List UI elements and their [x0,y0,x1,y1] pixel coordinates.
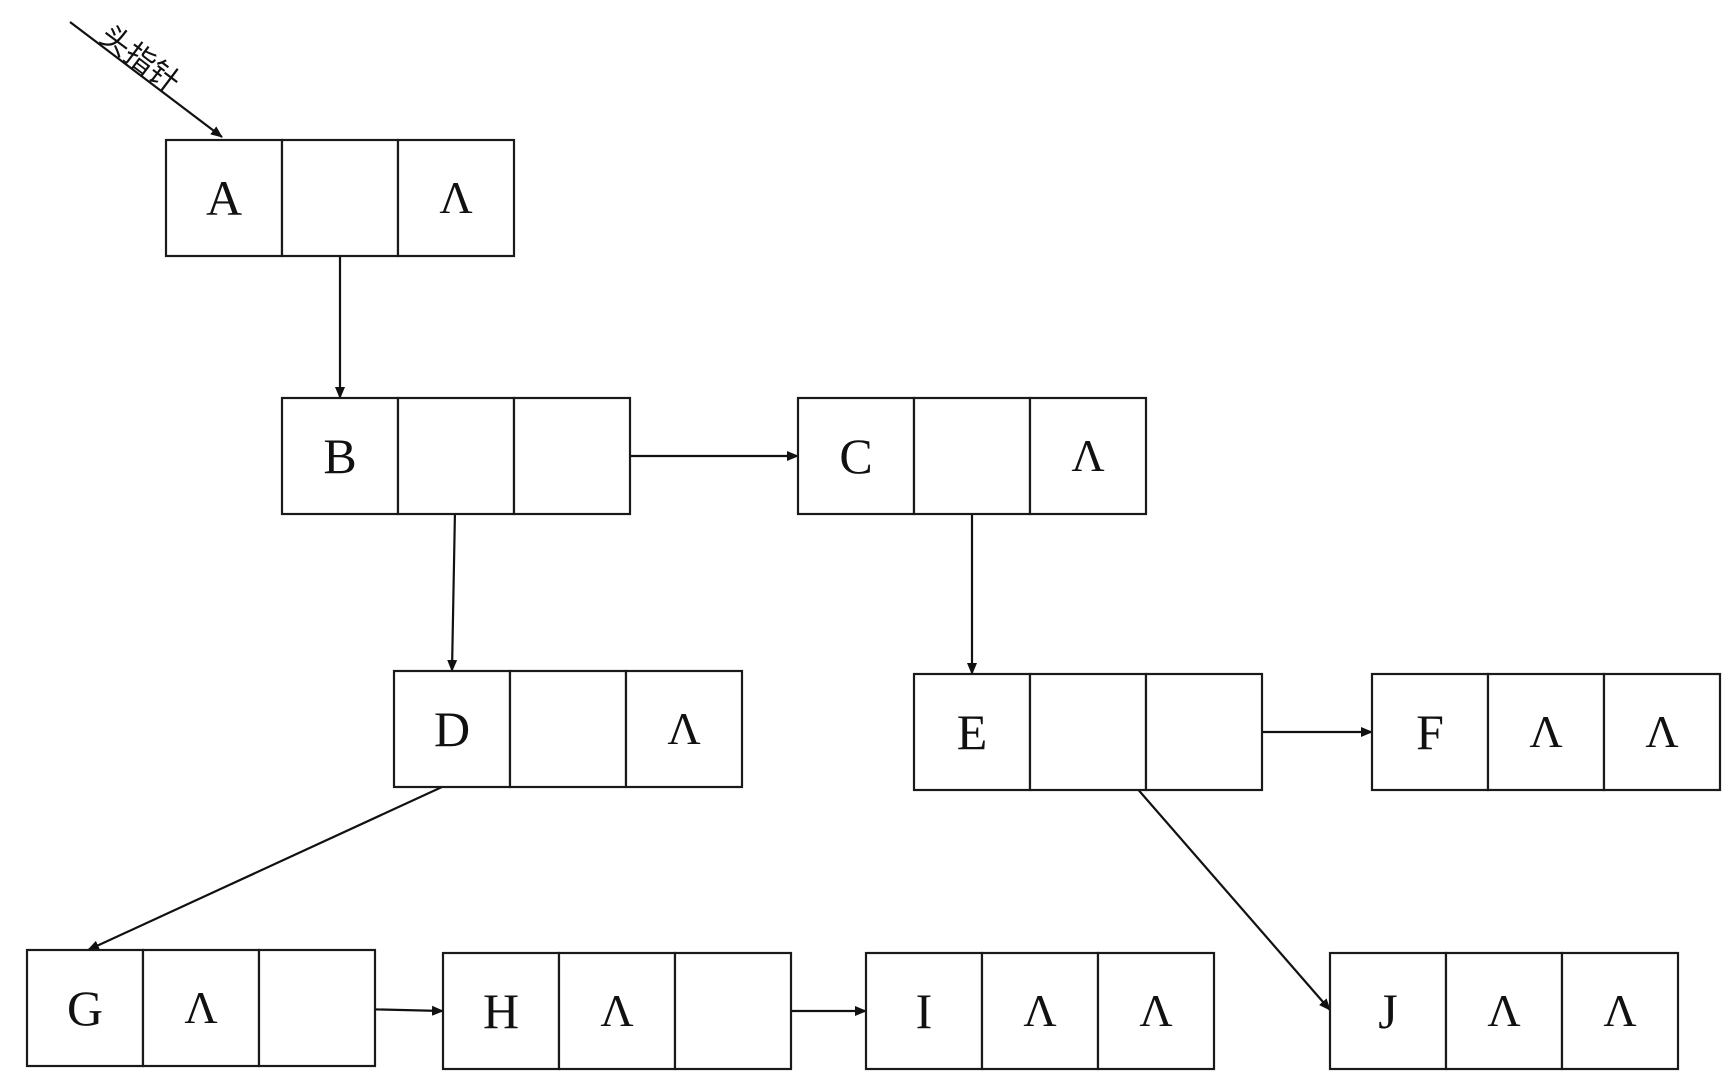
node-B-label: B [323,428,356,484]
node-J-label: J [1378,983,1397,1039]
node-C-label: C [839,428,872,484]
node-F-hp-cell [1602,672,1722,792]
edges-layer [87,198,1373,1016]
node-D-atom-cell [392,669,512,789]
node-F-tp-null: Λ [1529,706,1562,757]
node-G-atom-cell [25,948,145,1068]
node-F-tp-cell [1486,672,1606,792]
node-B: B [280,396,632,516]
node-E: E [912,672,1264,792]
node-I-tp-cell [980,951,1100,1071]
node-G-tp-cell [141,948,261,1068]
node-I-label: I [916,983,933,1039]
node-C-hp-cell [1028,396,1148,516]
node-H-label: H [483,983,519,1039]
node-G-label: G [67,980,103,1036]
node-B-tp-cell [396,396,516,516]
node-E-tp-cell [1028,672,1148,792]
node-D-hp-null: Λ [667,703,700,754]
node-A-label: A [206,170,242,226]
node-A-tp-cell [280,138,400,258]
node-J-tp-cell [1444,951,1564,1071]
node-D-tp-cell [508,669,628,789]
node-H-atom-cell [441,951,561,1071]
node-J-hp-null: Λ [1603,985,1636,1036]
node-F-atom-cell [1370,672,1490,792]
node-G-tp-null: Λ [184,982,217,1033]
node-F-hp-null: Λ [1645,706,1678,757]
node-A-hp-null: Λ [439,172,472,223]
node-B-hp-cell [512,396,632,516]
node-J-atom-cell [1328,951,1448,1071]
node-I-hp-null: Λ [1139,985,1172,1036]
head-pointer-label: 头指针 [93,18,186,100]
node-D-hp-cell [624,669,744,789]
node-C-hp-null: Λ [1071,430,1104,481]
node-F-label: F [1416,704,1444,760]
node-E-hp-cell [1144,672,1264,792]
node-C-tp-cell [912,396,1032,516]
node-E-label: E [957,704,988,760]
node-H-tp-cell [557,951,677,1071]
node-G-hp-cell [257,948,377,1068]
node-D-label: D [434,701,470,757]
node-J-hp-cell [1560,951,1680,1071]
node-I-atom-cell [864,951,984,1071]
node-J-tp-null: Λ [1487,985,1520,1036]
node-B-atom-cell [280,396,400,516]
node-E-atom-cell [912,672,1032,792]
node-C-atom-cell [796,396,916,516]
node-I-hp-cell [1096,951,1216,1071]
node-H-hp-cell [673,951,793,1071]
head-pointer-arrow [69,21,223,138]
node-I-tp-null: Λ [1023,985,1056,1036]
node-A-hp-cell [396,138,516,258]
node-H-tp-null: Λ [600,985,633,1036]
